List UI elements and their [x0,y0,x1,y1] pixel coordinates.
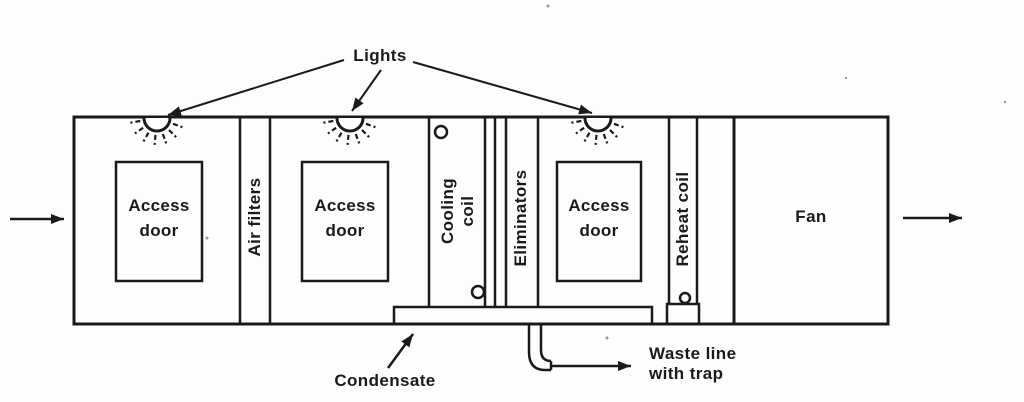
arrows [10,59,962,371]
condensate-label: Condensate [334,371,436,390]
access-door-2-outline [300,160,390,283]
access-door-label-line1: Access [568,196,630,215]
light-icon [571,117,624,145]
reheat-coil-connection [678,291,692,305]
access-doors [114,160,643,283]
partition-lines [238,117,736,324]
unit-casing-outline [72,115,890,326]
reheat-pan [665,302,701,323]
light-icon [130,117,183,145]
access-door-1-outline [114,160,204,283]
lights-pointer-arrow-1 [167,59,345,116]
access-door-label-line2: door [139,221,179,240]
waste-trap-pipe [527,324,553,372]
lights-label: Lights [353,46,407,65]
eliminators-label: Eliminators [511,169,530,267]
lights-pointer-arrow-3 [412,61,593,115]
access-door-1-label: Access door [116,193,202,243]
lights-pointer-arrow-2 [351,69,382,112]
cooling-coil-top-connection [433,124,449,140]
cooling-coil-bottom-connection [470,284,486,300]
condensate-pointer-arrow [386,333,415,369]
access-door-label-line2: door [325,221,365,240]
scan-specks [205,4,1007,340]
air-filters-label: Air filters [245,177,264,257]
light-icon [323,117,376,145]
cooling-coil-label: Cooling coil [438,178,478,244]
access-door-label-line1: Access [128,196,190,215]
pipe-connections [433,124,692,305]
cooling-coil-label-line1: Cooling [438,177,457,245]
condensate-pan [392,305,654,323]
waste-line-label-line1: Waste line [649,344,737,363]
access-door-label-line1: Access [314,196,376,215]
fan-label: Fan [795,207,827,226]
cooling-coil-label-line2: coil [458,195,477,227]
waste-line-label-line2: with trap [649,364,724,383]
drain-pans [392,302,701,323]
reheat-coil-label: Reheat coil [673,171,692,267]
waste-line-label: Waste line with trap [649,344,736,384]
access-door-3-outline [555,160,643,283]
access-door-label-line2: door [579,221,619,240]
access-door-3-label: Access door [557,193,641,243]
lights-group [130,117,624,145]
access-door-2-label: Access door [302,193,388,243]
